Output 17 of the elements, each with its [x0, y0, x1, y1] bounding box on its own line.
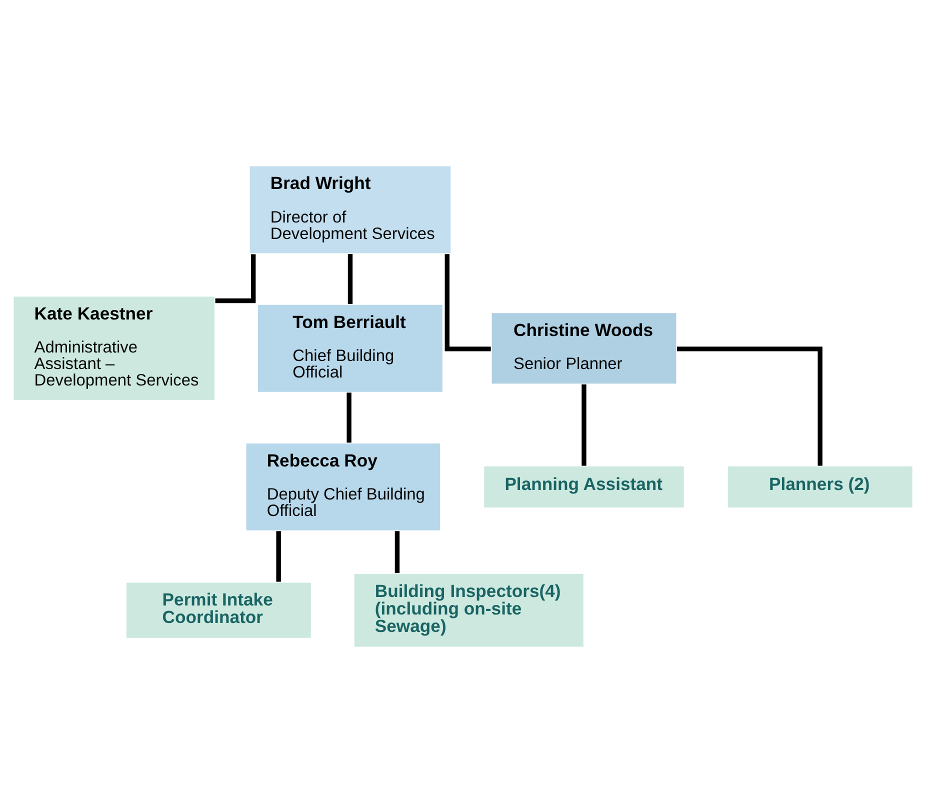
- node-box: Planning Assistant: [482, 464, 685, 508]
- connector: [394, 530, 400, 572]
- node-box: Building Inspectors(4) (including on-site Sewage): [353, 572, 585, 648]
- connector: [444, 254, 491, 351]
- connector: [348, 253, 353, 304]
- connector: [215, 254, 256, 303]
- node-box: Planners (2): [726, 464, 914, 508]
- connector: [582, 384, 586, 466]
- node-box: Brad Wright Director of Development Services: [248, 164, 452, 254]
- node-box: Tom Berriault Chief Building Official: [256, 303, 444, 392]
- node-box: Rebecca Roy Deputy Chief Building Official: [245, 442, 442, 532]
- connector: [676, 346, 822, 466]
- node-box: Christine Woods Senior Planner: [490, 311, 678, 384]
- node-box: Permit Intake Coordinator: [125, 581, 312, 639]
- connector: [276, 530, 281, 582]
- connector: [346, 392, 352, 442]
- node-box: Kate Kaestner Administrative Assistant – Development Services: [12, 295, 216, 401]
